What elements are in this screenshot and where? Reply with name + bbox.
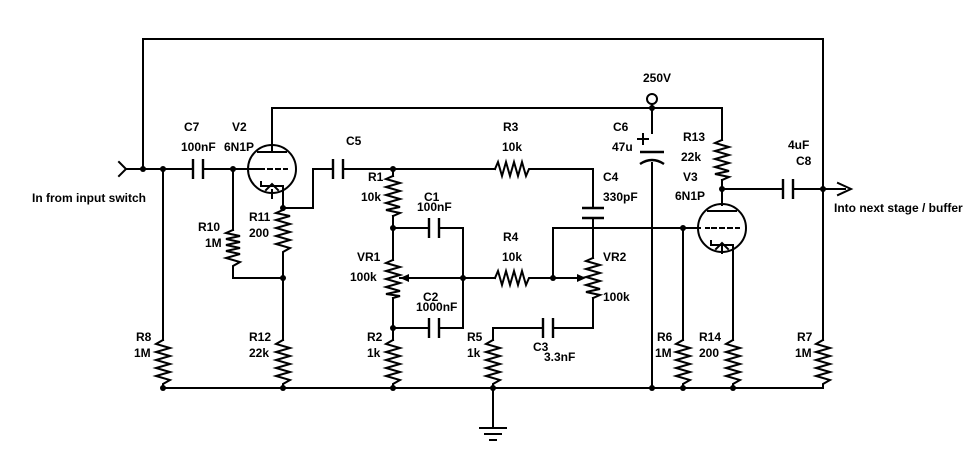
r8-ref: R8 [136, 330, 152, 344]
r12-ref: R12 [249, 330, 271, 344]
r10-value: 1M [205, 236, 222, 250]
r4-value: 10k [502, 250, 522, 264]
vr1-value: 100k [350, 270, 377, 284]
capacitor-c5-symbol [331, 159, 345, 179]
tube-v3-symbol [697, 203, 747, 253]
r2-ref: R2 [367, 330, 383, 344]
r1-ref: R1 [368, 170, 384, 184]
c8-value: 4uF [788, 138, 809, 152]
r13-ref: R13 [683, 130, 705, 144]
r10-ref: R10 [198, 220, 220, 234]
vr1-ref: VR1 [357, 250, 381, 264]
input-arrow-icon [117, 160, 128, 178]
r5-ref: R5 [467, 330, 483, 344]
c7-value: 100nF [181, 140, 216, 154]
r13-value: 22k [681, 150, 701, 164]
resistor-r6-symbol [672, 338, 694, 389]
ground-icon [479, 427, 507, 441]
wires [125, 38, 846, 429]
r6-ref: R6 [657, 330, 673, 344]
output-label: Into next stage / buffer [834, 201, 963, 215]
r3-value: 10k [502, 140, 522, 154]
electrolytic-capacitor-c6-symbol [637, 133, 665, 166]
resistor-r10-symbol [222, 228, 243, 271]
resistor-r4-symbol [493, 267, 532, 289]
capacitor-c4-symbol [582, 206, 604, 220]
resistor-r12-symbol [272, 338, 294, 389]
input-label: In from input switch [32, 191, 146, 205]
output-arrow-icon [836, 181, 854, 197]
vr2-ref: VR2 [603, 250, 627, 264]
r14-value: 200 [699, 346, 719, 360]
r14-ref: R14 [699, 330, 721, 344]
resistor-r2-symbol [382, 338, 404, 389]
c2-value: 1000nF [416, 300, 457, 314]
c4-ref: C4 [603, 170, 619, 184]
resistor-r7-symbol [812, 338, 834, 389]
r3-ref: R3 [503, 120, 519, 134]
capacitor-c2-symbol [427, 318, 441, 338]
v2-value: 6N1P [224, 140, 254, 154]
r7-ref: R7 [797, 330, 813, 344]
c1-ref: C1 [424, 190, 440, 204]
resistor-r8-symbol [152, 338, 174, 389]
r11-value: 200 [249, 226, 269, 240]
capacitor-c8-symbol [781, 179, 795, 199]
r12-value: 22k [249, 346, 269, 360]
r6-value: 1M [655, 346, 672, 360]
resistor-r1-symbol [382, 174, 404, 218]
tube-v2-symbol [247, 144, 297, 199]
r2-value: 1k [367, 346, 381, 360]
c6-value: 47u [612, 140, 633, 154]
v3-ref: V3 [683, 170, 698, 184]
supply-voltage-label: 250V [643, 71, 671, 85]
v3-value: 6N1P [675, 189, 705, 203]
r4-ref: R4 [503, 230, 519, 244]
c7-ref: C7 [184, 120, 200, 134]
c3-value: 3.3nF [544, 350, 575, 364]
junction-dots [140, 105, 826, 391]
capacitor-c7-symbol [191, 159, 205, 179]
r8-value: 1M [134, 346, 151, 360]
c4-value: 330pF [603, 190, 638, 204]
resistor-r14-symbol [722, 338, 744, 389]
capacitor-c3-symbol [541, 318, 555, 338]
vr1-wiper-arrowhead [400, 274, 409, 282]
resistor-r11-symbol [272, 208, 294, 259]
c3-ref: C3 [533, 340, 549, 354]
capacitor-c1-symbol [427, 218, 441, 238]
c2-ref: C2 [423, 290, 439, 304]
r1-value: 10k [361, 190, 381, 204]
potentiometer-vr1-symbol [382, 258, 404, 300]
vr2-wiper-arrowhead [577, 274, 586, 282]
r7-value: 1M [795, 346, 812, 360]
c1-value: 100nF [417, 200, 452, 214]
v2-ref: V2 [232, 120, 247, 134]
vr2-value: 100k [603, 290, 630, 304]
c8-ref: C8 [796, 154, 812, 168]
supply-terminal-icon [646, 93, 658, 105]
resistor-r3-symbol [493, 158, 532, 180]
potentiometer-vr2-symbol [582, 256, 604, 300]
resistor-r5-symbol [482, 338, 504, 389]
resistor-r13-symbol [711, 138, 733, 182]
r5-value: 1k [467, 346, 481, 360]
c6-ref: C6 [613, 120, 629, 134]
c5-ref: C5 [346, 134, 362, 148]
r11-ref: R11 [249, 210, 271, 224]
